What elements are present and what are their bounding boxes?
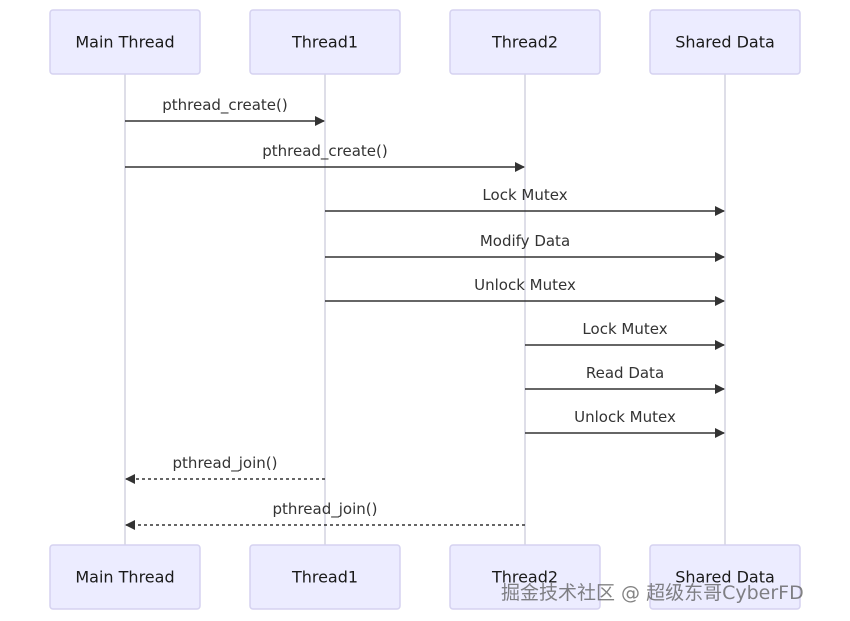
participant-shared-top: Shared Data <box>649 9 801 75</box>
message-8: Unlock Mutex <box>525 408 725 438</box>
participant-box <box>49 9 201 75</box>
message-1: pthread_create() <box>125 96 325 126</box>
participant-shared-bottom: Shared Data <box>649 544 801 610</box>
message-label: Modify Data <box>480 232 570 250</box>
participant-t2-bottom: Thread2 <box>449 544 601 610</box>
participant-t1-bottom: Thread1 <box>249 544 401 610</box>
participant-label: Thread2 <box>491 568 558 587</box>
participant-t1-top: Thread1 <box>249 9 401 75</box>
participant-box <box>649 9 801 75</box>
message-label: Unlock Mutex <box>474 276 576 294</box>
message-label: Unlock Mutex <box>574 408 676 426</box>
participant-label: Shared Data <box>675 568 775 587</box>
message-label: pthread_join() <box>273 500 378 519</box>
participant-label: Thread1 <box>291 568 358 587</box>
message-label: pthread_create() <box>162 96 288 115</box>
message-label: Lock Mutex <box>582 320 667 338</box>
message-6: Lock Mutex <box>525 320 725 350</box>
participant-box <box>649 544 801 610</box>
message-2: pthread_create() <box>125 142 525 172</box>
participant-box <box>49 544 201 610</box>
watermark: 掘金技术社区 @ 超级东哥CyberFD <box>501 582 804 604</box>
participant-label: Main Thread <box>75 568 174 587</box>
message-label: Read Data <box>586 364 664 382</box>
participant-t2-top: Thread2 <box>449 9 601 75</box>
message-label: Lock Mutex <box>482 186 567 204</box>
message-5: Unlock Mutex <box>325 276 725 306</box>
participant-box <box>249 544 401 610</box>
message-3: Lock Mutex <box>325 186 725 216</box>
message-label: pthread_create() <box>262 142 388 161</box>
participant-label: Main Thread <box>75 33 174 52</box>
participant-main-bottom: Main Thread <box>49 544 201 610</box>
participant-box <box>249 9 401 75</box>
participant-main-top: Main Thread <box>49 9 201 75</box>
participant-box <box>449 9 601 75</box>
message-7: Read Data <box>525 364 725 394</box>
participant-label: Shared Data <box>675 33 775 52</box>
message-label: pthread_join() <box>173 454 278 473</box>
participant-label: Thread2 <box>491 33 558 52</box>
message-9: pthread_join() <box>125 454 325 484</box>
message-10: pthread_join() <box>125 500 525 530</box>
message-4: Modify Data <box>325 232 725 262</box>
participant-box <box>449 544 601 610</box>
participant-label: Thread1 <box>291 33 358 52</box>
